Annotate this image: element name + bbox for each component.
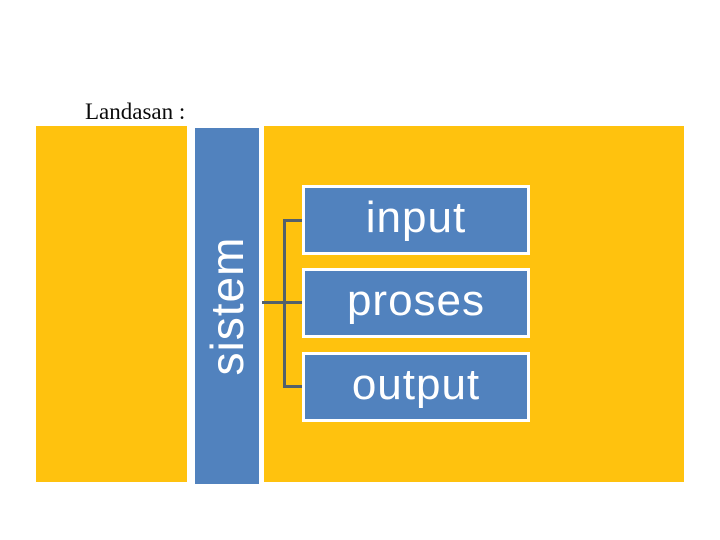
diagram-root-node: sistem [195, 128, 259, 484]
connector-branch-proses [262, 301, 302, 304]
diagram-node-input: input [302, 185, 530, 255]
connector-branch-output [283, 385, 302, 388]
diagram-root-label: sistem [201, 236, 253, 376]
connector-branch-input [283, 219, 302, 222]
diagram-node-output: output [302, 352, 530, 422]
diagram-node-proses: proses [302, 268, 530, 338]
diagram-node-proses-label: proses [346, 276, 486, 325]
diagram-node-output-label: output [351, 360, 481, 409]
slide-title: Landasan : [85, 99, 186, 124]
diagram-node-input-label: input [365, 193, 467, 242]
